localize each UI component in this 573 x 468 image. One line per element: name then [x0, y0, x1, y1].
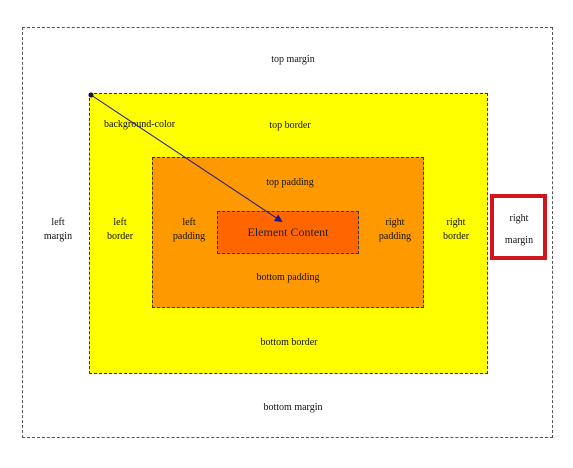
left-margin-label-line2: margin: [43, 231, 73, 242]
top-padding-label: top padding: [266, 177, 314, 188]
left-margin-label-line1: left: [51, 217, 65, 228]
element-content-label: Element Content: [247, 225, 329, 239]
right-border-label-line2: border: [442, 231, 470, 242]
right-margin-highlight: [490, 194, 547, 260]
margin-area: [22, 27, 553, 438]
content-area: [217, 211, 359, 254]
left-padding-label-line1: left: [182, 217, 196, 228]
top-border-label: top border: [269, 120, 311, 131]
left-border-label-line1: left: [113, 217, 127, 228]
left-padding-label-line2: padding: [172, 231, 206, 242]
left-border-label-line2: border: [106, 231, 134, 242]
right-border-label-line1: right: [446, 217, 466, 228]
right-padding-label-line1: right: [385, 217, 405, 228]
right-margin-label-line1: right: [509, 213, 529, 224]
background-color-label: background-color: [104, 119, 176, 130]
right-margin-label-line2: margin: [504, 235, 534, 246]
top-margin-label: top margin: [271, 54, 315, 65]
bottom-padding-label: bottom padding: [256, 272, 320, 283]
right-padding-label-line2: padding: [378, 231, 412, 242]
bottom-margin-label: bottom margin: [263, 402, 323, 413]
arrow-line: [90, 94, 283, 223]
bottom-border-label: bottom border: [260, 337, 318, 348]
